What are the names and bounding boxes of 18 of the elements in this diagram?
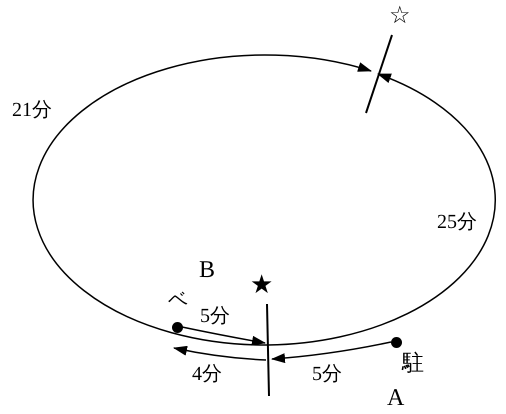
edge-label: 21分 [12,100,52,120]
arrow [268,73,496,346]
edge-label: 25分 [437,212,477,232]
arrow [173,346,266,361]
edge-label: 5分 [200,306,230,326]
point-label: ★ [250,272,273,298]
point-label: B [199,258,216,282]
edge-label: 5分 [312,364,342,384]
point-label: A [387,386,404,410]
arrow [182,326,266,346]
arrow [32,54,372,346]
arrow [271,341,392,363]
edge-label: 4分 [192,364,222,384]
marker-line [364,34,394,114]
point-label: 駐 [402,352,424,374]
point-label: ベ [168,290,188,310]
point-label: ☆ [389,4,411,28]
marker-line [263,304,273,396]
